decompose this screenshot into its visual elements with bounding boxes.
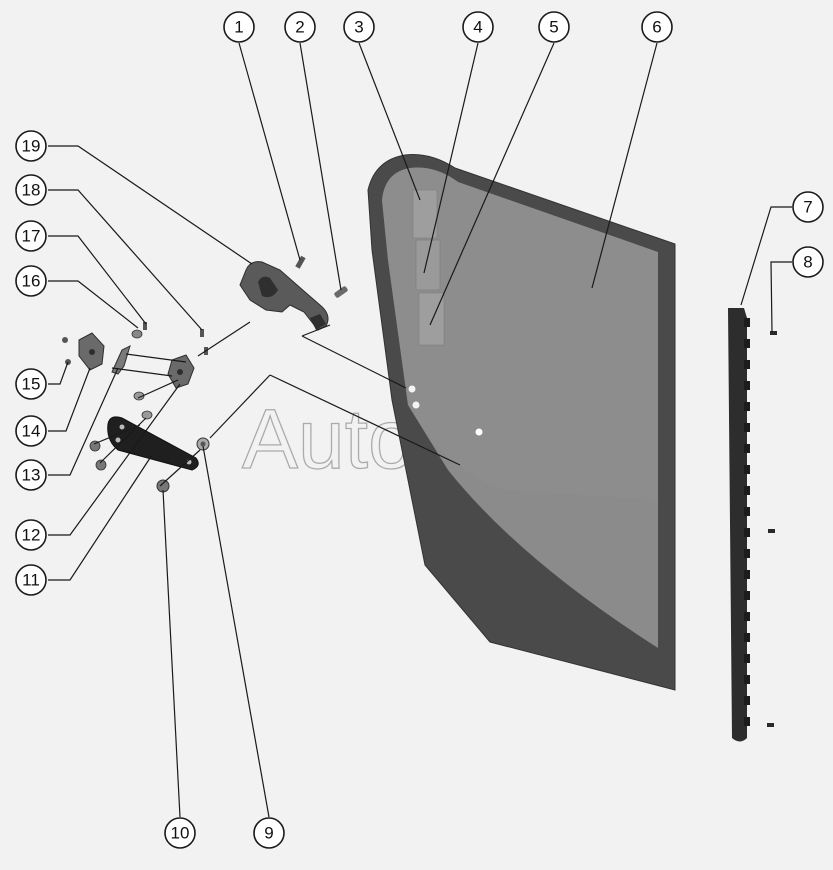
hinge-arm: [111, 345, 131, 375]
callout-3: 3: [343, 11, 375, 43]
seal-tooth: [744, 549, 750, 558]
callout-18: 18: [15, 174, 47, 206]
seal-tooth: [744, 402, 750, 411]
seal-strip: [728, 308, 750, 742]
svg-text:14: 14: [22, 422, 41, 441]
glass-mount-hole: [475, 428, 483, 436]
mounting-plate: [107, 416, 199, 471]
door-glass: [367, 154, 676, 691]
callout-13: 13: [15, 459, 47, 491]
assembly-lines: [93, 321, 461, 487]
svg-text:6: 6: [652, 18, 661, 37]
washer: [141, 410, 153, 420]
svg-text:17: 17: [22, 227, 41, 246]
seal-tooth: [744, 654, 750, 663]
seal-tooth: [744, 633, 750, 642]
svg-text:1: 1: [234, 18, 243, 37]
seal-tooth: [744, 675, 750, 684]
callout-16: 16: [15, 265, 47, 297]
svg-text:3: 3: [354, 18, 363, 37]
pin: [334, 286, 348, 298]
svg-text:16: 16: [22, 272, 41, 291]
seal-clip: [770, 331, 777, 335]
washer: [133, 391, 145, 401]
nut: [89, 440, 101, 452]
seal-tooth: [744, 423, 750, 432]
callout-7: 7: [792, 191, 824, 223]
seal-tooth: [744, 570, 750, 579]
nut: [95, 459, 107, 471]
glass-label-middle: [415, 239, 441, 291]
svg-text:8: 8: [803, 253, 812, 272]
seal-tooth: [744, 696, 750, 705]
callout-15: 15: [15, 368, 47, 400]
seal-tooth: [744, 444, 750, 453]
seal-clip: [768, 529, 775, 533]
svg-text:10: 10: [171, 824, 190, 843]
seal-clip: [767, 723, 774, 727]
svg-text:19: 19: [22, 137, 41, 156]
hinge-parts: [62, 329, 195, 471]
handle-bracket: [239, 261, 329, 331]
bolt-head: [62, 337, 68, 343]
seal-tooth: [744, 318, 750, 327]
callout-11: 11: [15, 564, 47, 596]
glass-label-upper: [412, 189, 438, 239]
svg-text:4: 4: [473, 18, 482, 37]
seal-tooth: [744, 591, 750, 600]
screw: [143, 322, 147, 330]
glass-mount-hole: [412, 401, 420, 409]
seal-tooth: [744, 486, 750, 495]
bushing: [131, 329, 143, 339]
seal-tooth: [744, 528, 750, 537]
svg-text:11: 11: [22, 571, 40, 590]
seal-tooth: [744, 381, 750, 390]
seal-tooth: [744, 507, 750, 516]
seal-tooth: [744, 339, 750, 348]
seal-tooth: [744, 465, 750, 474]
callout-1: 1: [223, 11, 255, 43]
svg-text:2: 2: [295, 18, 304, 37]
callout-12: 12: [15, 519, 47, 551]
callout-17: 17: [15, 220, 47, 252]
callout-8: 8: [792, 246, 824, 278]
svg-text:13: 13: [22, 466, 41, 485]
svg-text:7: 7: [803, 198, 812, 217]
svg-text:18: 18: [22, 181, 41, 200]
svg-text:12: 12: [22, 526, 41, 545]
callout-6: 6: [641, 11, 673, 43]
seal-tooth: [744, 360, 750, 369]
svg-text:9: 9: [264, 824, 273, 843]
seal-tooth: [744, 717, 750, 726]
svg-text:15: 15: [22, 375, 41, 394]
seal-clips: [767, 331, 777, 727]
glass-mount-hole: [408, 385, 416, 393]
seal-tooth: [744, 612, 750, 621]
callout-10: 10: [164, 817, 196, 849]
screw: [200, 329, 204, 337]
screw: [295, 255, 306, 269]
callout-leaders: [48, 42, 792, 818]
callout-9: 9: [253, 817, 285, 849]
callout-5: 5: [538, 11, 570, 43]
callout-14: 14: [15, 415, 47, 447]
callout-4: 4: [462, 11, 494, 43]
callout-19: 19: [15, 130, 47, 162]
callout-2: 2: [284, 11, 316, 43]
svg-text:5: 5: [549, 18, 558, 37]
